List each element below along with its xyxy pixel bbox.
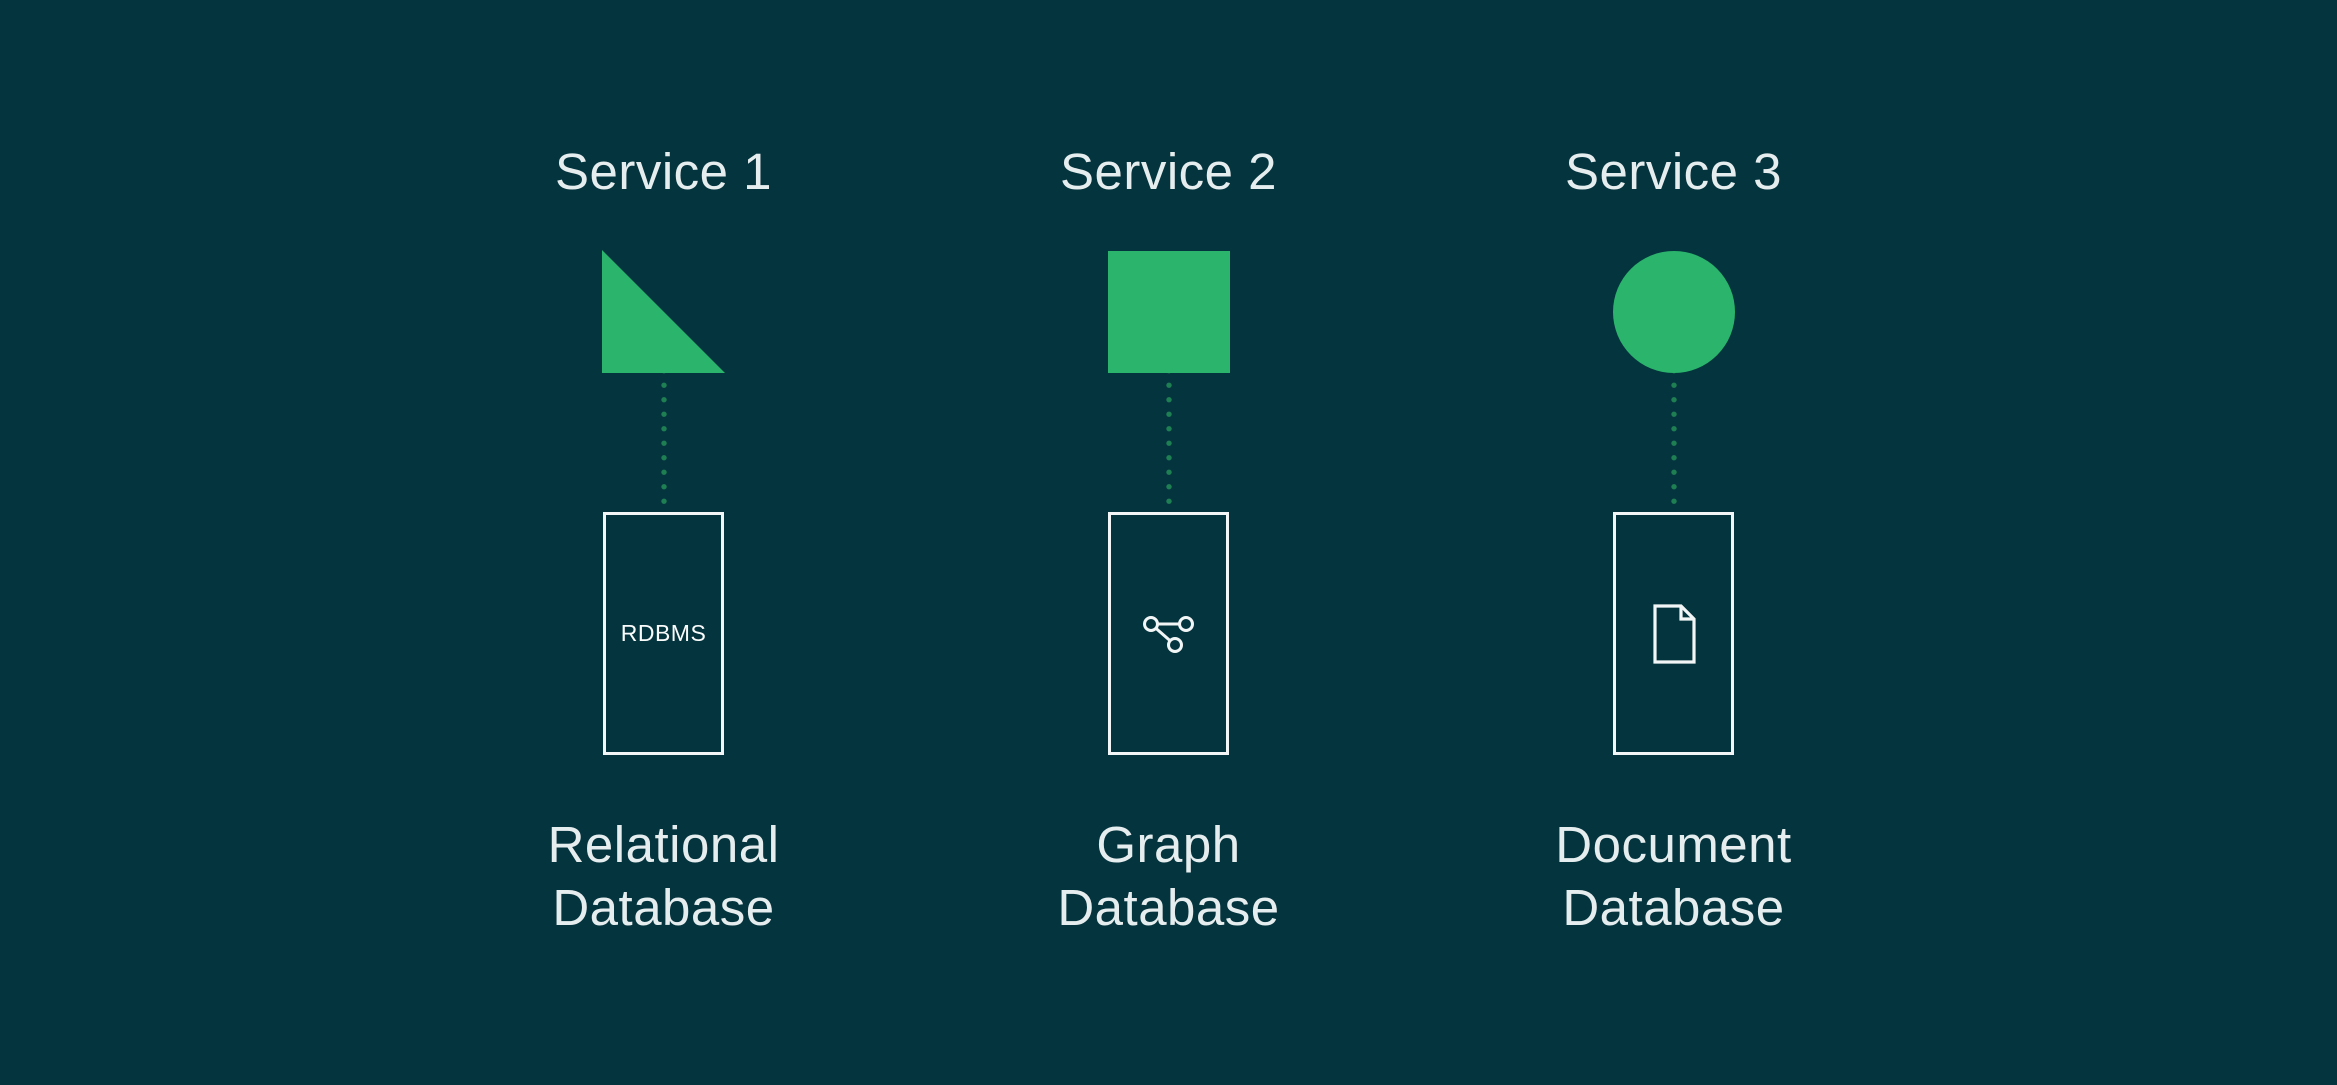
db-label-line2: Database — [1057, 879, 1280, 936]
db-label-line2: Database — [1562, 879, 1785, 936]
service-2-shape-wrap — [1107, 250, 1230, 373]
dotted-connector — [1165, 373, 1172, 512]
service-1-shape-wrap — [602, 250, 725, 373]
square-shape — [1107, 250, 1230, 373]
graph-database-label: Graph Database — [1057, 813, 1279, 939]
relational-db-box: RDBMS — [603, 512, 724, 755]
service-3-label: Service 3 — [1564, 143, 1783, 200]
dotted-connector — [1670, 373, 1677, 512]
dotted-connector — [660, 373, 667, 512]
db-label-line1: Document — [1555, 816, 1792, 873]
document-icon — [1652, 603, 1696, 664]
db-label-line2: Database — [552, 879, 775, 936]
graph-db-box — [1108, 512, 1229, 755]
circle-shape — [1612, 250, 1735, 373]
relational-database-label: Relational Database — [548, 813, 780, 939]
document-db-box — [1613, 512, 1734, 755]
column-service-2: Service 2 Graph Database — [916, 142, 1421, 939]
service-2-label: Service 2 — [1059, 143, 1278, 200]
column-service-1: Service 1 RDBMS Relational Database — [411, 142, 916, 939]
service-1-label: Service 1 — [554, 143, 773, 200]
triangle-shape — [602, 250, 725, 373]
document-database-label: Document Database — [1555, 813, 1791, 939]
service-3-shape-wrap — [1612, 250, 1735, 373]
column-service-3: Service 3 Document Database — [1421, 142, 1926, 939]
graph-nodes-icon — [1143, 615, 1194, 653]
db-label-line1: Graph — [1096, 816, 1241, 873]
db-label-line1: Relational — [547, 816, 780, 873]
rdbms-label: RDBMS — [620, 620, 707, 646]
